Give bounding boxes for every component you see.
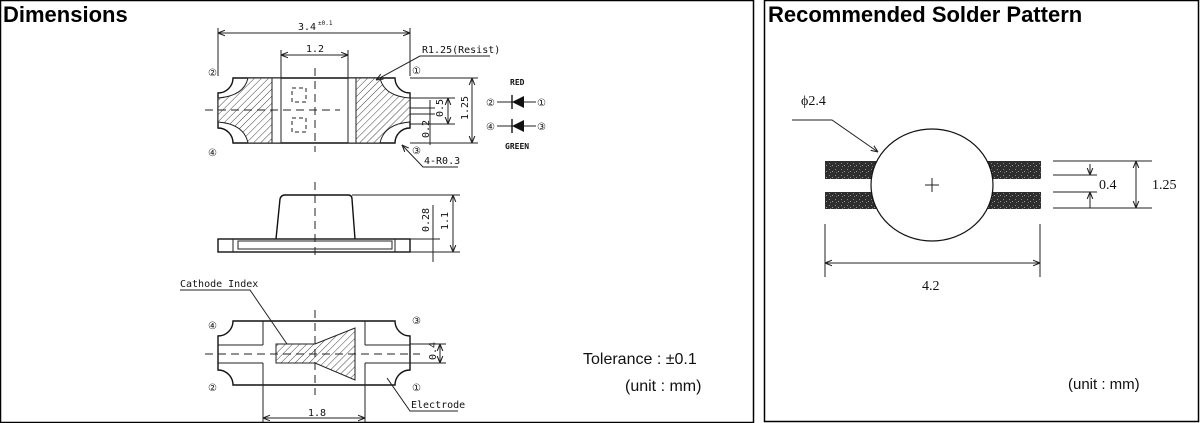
circuit-pin-4: ④ [486,122,495,133]
electrode-label: Electrode [411,400,465,411]
dim-resist-radius: R1.25(Resist) [422,45,500,56]
cathode-index-label: Cathode Index [180,279,258,290]
top-view: 3.4 ±0.1 1.2 R1.25(Resist) 4-R0.3 ② ① ④ … [205,20,500,168]
pin-1-label: ① [412,66,421,77]
dim-overall-length: 3.4 [298,22,316,33]
red-diode-icon [512,96,524,108]
side-view: 1.1 0.28 [217,182,460,262]
panel-title: Recommended Solder Pattern [768,2,1082,27]
tolerance-note: Tolerance : ±0.1 [583,351,697,368]
dim-center-width: 1.2 [306,44,324,55]
dim-height: 1.1 [440,212,451,230]
bottom-pin-2: ② [208,383,217,394]
bottom-view: Cathode Index Electrode ④ ③ ② ① 0.4 1.8 [180,279,465,422]
dim-diameter: ϕ2.4 [801,94,826,109]
pin-4-label: ④ [208,148,217,159]
solder-pattern-panel: Recommended Solder Pattern ϕ2.4 0.4 1.25… [763,0,1200,423]
bottom-pin-1: ① [412,383,421,394]
dim-pattern-length: 4.2 [922,279,940,294]
dim-base-height: 0.28 [421,208,432,232]
dim-overall-tolerance: ±0.1 [318,20,333,27]
dim-lead-gap: 0.2 [421,120,432,138]
dim-electrode-gap: 1.8 [308,408,326,419]
dim-corner-radius: 4-R0.3 [424,156,460,167]
bottom-pin-3: ③ [412,316,421,327]
panel-border [763,0,1200,423]
green-diode-icon [512,120,524,132]
unit-note: (unit : mm) [625,378,701,395]
dimensions-panel: Dimensions 3.4 ±0.1 1.2 R [0,0,755,423]
dim-body-width: 1.25 [460,96,471,120]
pin-2-label: ② [208,68,217,79]
bottom-pin-4: ④ [208,321,217,332]
dim-index-width: 0.4 [428,342,439,360]
circuit-pin-1: ① [537,98,546,109]
red-label: RED [510,78,525,87]
circuit-pin-3: ③ [537,122,546,133]
pin-3-label: ③ [412,146,421,157]
green-label: GREEN [505,142,529,151]
unit-note: (unit : mm) [1068,376,1140,393]
dim-pad-gap: 0.4 [1099,178,1117,193]
circuit-symbol: RED ② ① ④ ③ GREEN [486,78,546,151]
circuit-pin-2: ② [486,98,495,109]
dim-lead-width: 0.5 [435,99,446,117]
panel-title: Dimensions [3,2,128,27]
dim-pattern-width: 1.25 [1152,178,1177,193]
